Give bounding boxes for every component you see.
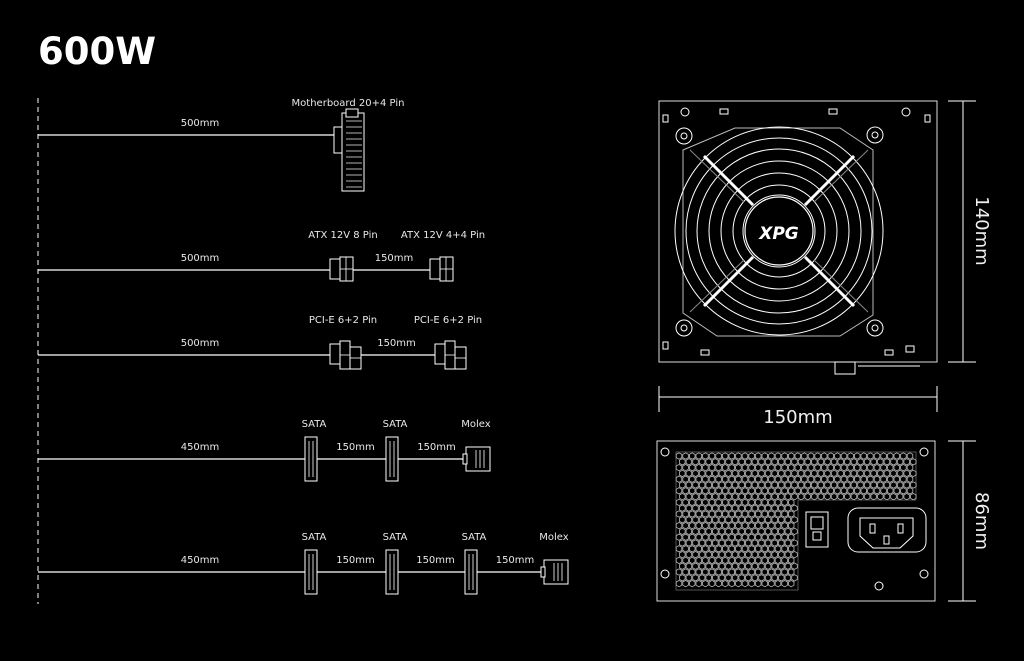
cable-row: 450mm SATA SATA Molex 150mm 150mm	[38, 419, 491, 482]
segment-length-label: 150mm	[336, 555, 375, 566]
honeycomb-vent	[675, 452, 917, 588]
psu-rear-outline	[656, 440, 936, 602]
fan-hub	[744, 196, 814, 266]
front-slots	[662, 108, 931, 375]
cable-length-label: 450mm	[181, 555, 220, 566]
fan-housing	[682, 127, 874, 337]
psu-front-outline	[658, 100, 938, 363]
connector-sata	[385, 436, 399, 482]
connector-mb24	[333, 108, 365, 192]
connector-label: SATA	[383, 419, 408, 430]
cable-row: 500mm ATX 12V 8 Pin ATX 12V 4+4 Pin 150mm	[38, 230, 485, 282]
connector-sata	[385, 549, 399, 595]
cable-length-label: 500mm	[181, 253, 220, 264]
segment-length-label: 150mm	[377, 338, 416, 349]
cable-length-label: 450mm	[181, 442, 220, 453]
connector-label: SATA	[302, 532, 327, 543]
segment-length-label: 150mm	[416, 555, 455, 566]
segment-length-label: 150mm	[336, 442, 375, 453]
segment-length-label: 150mm	[375, 253, 414, 264]
fan-screw-holes	[675, 107, 911, 337]
connector-label: Motherboard 20+4 Pin	[292, 98, 405, 109]
connector-label: SATA	[462, 532, 487, 543]
ac-inlet	[847, 507, 927, 591]
connector-pcie	[434, 340, 467, 370]
segment-length-label: 150mm	[417, 442, 456, 453]
cable-length-label: 500mm	[181, 338, 220, 349]
connector-sata	[464, 549, 478, 595]
connector-molex	[540, 559, 569, 585]
power-switch	[805, 511, 829, 548]
connector-label: Molex	[461, 419, 491, 430]
cable-row: 450mm SATA SATA SATA Molex 150mm 150mm 150mm	[38, 532, 569, 595]
fan-guard	[674, 126, 884, 336]
connector-atx	[429, 256, 454, 282]
connector-label: ATX 12V 8 Pin	[308, 230, 377, 241]
connector-label: ATX 12V 4+4 Pin	[401, 230, 485, 241]
cable-row: 500mm PCI-E 6+2 Pin PCI-E 6+2 Pin 150mm	[38, 315, 482, 370]
connector-sata	[304, 436, 318, 482]
page-title: 600W	[38, 30, 157, 73]
segment-length-label: 150mm	[496, 555, 535, 566]
connector-sata	[304, 549, 318, 595]
xpg-logo: XPG	[758, 224, 799, 244]
connector-label: PCI-E 6+2 Pin	[309, 315, 377, 326]
connector-pcie	[329, 340, 362, 370]
height-label: 140mm	[971, 196, 992, 265]
connector-label: PCI-E 6+2 Pin	[414, 315, 482, 326]
cable-length-label: 500mm	[181, 118, 220, 129]
connector-label: SATA	[302, 419, 327, 430]
connector-label: SATA	[383, 532, 408, 543]
connector-label: Molex	[539, 532, 569, 543]
rear-screw-holes	[660, 447, 929, 579]
vent-area-outline	[675, 451, 917, 591]
connector-atx	[329, 256, 354, 282]
depth-label: 86mm	[971, 492, 992, 550]
width-label: 150mm	[763, 407, 832, 428]
connector-molex	[462, 446, 491, 472]
cable-row: 500mm Motherboard 20+4 Pin	[38, 98, 405, 192]
